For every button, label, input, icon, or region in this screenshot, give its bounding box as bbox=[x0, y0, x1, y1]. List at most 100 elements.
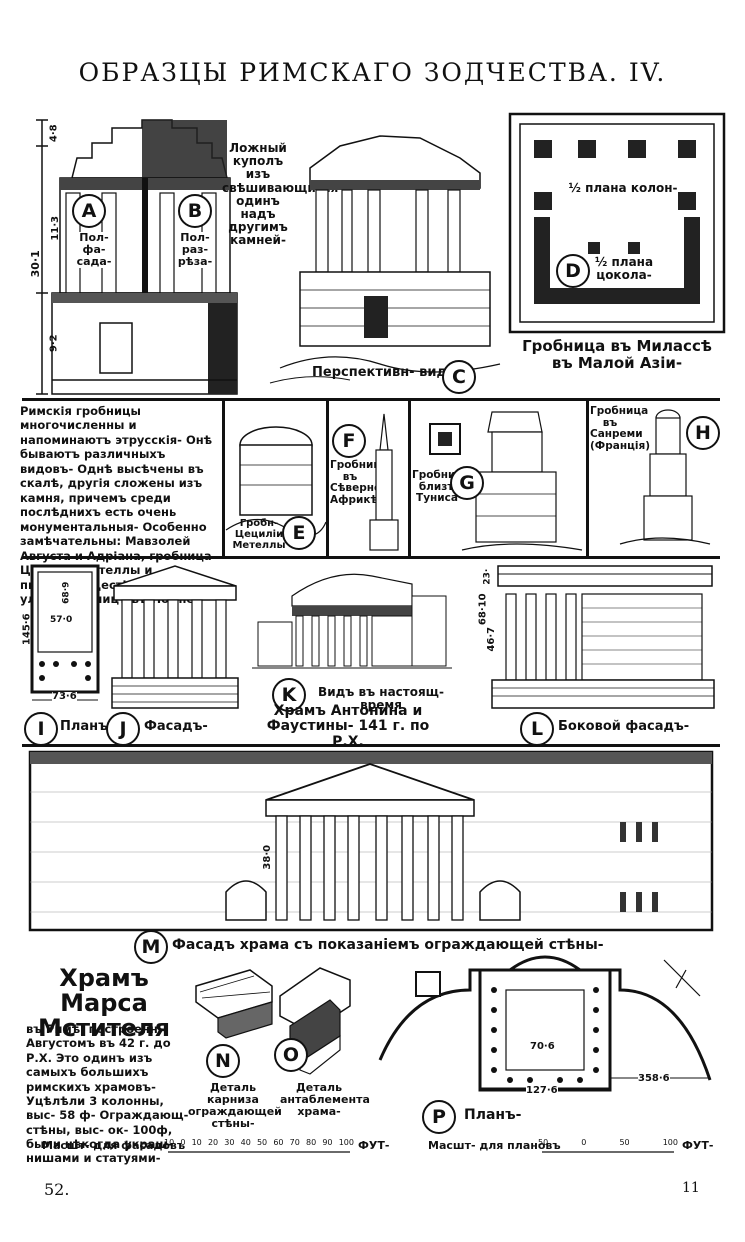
label-o: O bbox=[274, 1038, 308, 1072]
plan-i-depth-dim: 145·6 bbox=[21, 613, 33, 646]
mylasa-plan-drawing: ½ плана колон- D ½ плана цокола- bbox=[508, 112, 726, 334]
mars-temple-plan-drawing: 70·6 127·6 358·6 bbox=[370, 950, 720, 1100]
antoninus-present-view-drawing: K Видъ въ настоящ- время bbox=[252, 566, 452, 712]
scale-facades-unit: ФУТ- bbox=[358, 1139, 390, 1152]
perspective-view-drawing: Перспективн- видъ C bbox=[269, 128, 502, 394]
caption-e: Гробн- Цециліи Метеллы bbox=[232, 518, 286, 551]
plan-d-upper-note: ½ плана колон- bbox=[568, 181, 678, 195]
dimension-total: 30·1 bbox=[28, 250, 42, 278]
antoninus-plan-drawing: 145·6 68·9 57·0 73·6 bbox=[22, 564, 104, 706]
scale-plans-tick: 0 bbox=[581, 1138, 587, 1147]
facade-m-svg bbox=[28, 750, 714, 932]
label-c: C bbox=[442, 360, 476, 394]
caption-f: Гробница въ Сѣверной Африкѣ- bbox=[330, 459, 389, 506]
divider-row2-4 bbox=[586, 400, 589, 558]
perspective-svg bbox=[269, 135, 501, 384]
cornice-svg bbox=[195, 969, 273, 1039]
label-p: P bbox=[422, 1100, 456, 1134]
divider-row1 bbox=[22, 398, 720, 401]
scale-facades-tick: 30 bbox=[224, 1138, 235, 1147]
mars-temple-text: въ Римѣ, построенн- Августомъ въ 42 г. д… bbox=[26, 1022, 189, 1166]
label-a: A bbox=[72, 194, 106, 228]
tomb-elevation-drawing: 30·1 11·3 9·2 4·8 A Пол-фа-сада- B Пол-р… bbox=[22, 118, 238, 396]
page-title: ОБРАЗЦЫ РИМСКАГО ЗОДЧЕСТВА. IV. bbox=[78, 58, 667, 87]
san-remy-tomb-drawing: Гробница въ Санреми (Франція) H bbox=[590, 404, 724, 554]
caption-j: Фасадъ- bbox=[144, 719, 208, 734]
plan-d-svg bbox=[508, 112, 726, 334]
scale-facades-tick: 50 bbox=[256, 1138, 268, 1147]
entablature-detail-drawing: O bbox=[270, 966, 360, 1086]
plan-i-width-dim: 73·6 bbox=[52, 691, 77, 703]
facade-m-height-dim: 38·0 bbox=[262, 844, 274, 870]
plan-i-cella-dim: 68·9 bbox=[61, 581, 72, 604]
caption-g: Гробница близъ Туниса bbox=[412, 469, 471, 505]
page-number: 52. bbox=[44, 1180, 70, 1199]
metella-svg bbox=[225, 426, 327, 537]
north-africa-tomb-drawing: F Гробница въ Сѣверной Африкѣ- bbox=[330, 410, 408, 555]
caption-c: Перспективн- видъ bbox=[312, 365, 457, 380]
scale-plans-bar: 50 0 50 100 bbox=[538, 1138, 678, 1158]
label-d: D bbox=[556, 254, 590, 288]
scale-facades-ticks: 10 0 10 20 30 40 50 60 70 80 90 100 bbox=[164, 1138, 354, 1147]
metella-tomb-drawing: Гробн- Цециліи Метеллы E bbox=[225, 410, 327, 555]
dimension-low: 9·2 bbox=[48, 334, 60, 353]
caption-p: Планъ- bbox=[464, 1107, 522, 1123]
caption-b: Пол-раз-рѣза- bbox=[176, 231, 214, 269]
mars-temple-facade-drawing: 38·0 bbox=[28, 750, 714, 932]
antoninus-side-facade-drawing: 68·10 46·7 23· bbox=[452, 564, 716, 712]
plan-p-dim-3: 358·6 bbox=[638, 1073, 670, 1085]
scale-facades-label: Масшт- для фасадовъ bbox=[42, 1139, 186, 1152]
scale-facades-tick: 40 bbox=[240, 1138, 251, 1147]
divider-row2-3 bbox=[408, 400, 411, 558]
plan-i-inner-dim: 57·0 bbox=[50, 615, 73, 625]
label-b: B bbox=[178, 194, 212, 228]
caption-l: Боковой фасадъ- bbox=[558, 719, 690, 734]
dimension-mid: 11·3 bbox=[50, 215, 62, 241]
side-facade-svg bbox=[491, 565, 715, 709]
plan-p-dim-2: 127·6 bbox=[526, 1085, 558, 1097]
divider-row2-2 bbox=[326, 400, 329, 558]
side-dim-2: 46·7 bbox=[486, 626, 498, 652]
caption-m: Фасадъ храма съ показаніемъ ограждающей … bbox=[172, 937, 604, 953]
scale-facades-bar: 10 0 10 20 30 40 50 60 70 80 90 100 bbox=[164, 1138, 354, 1158]
label-g: G bbox=[450, 466, 484, 500]
scale-facades-tick: 0 bbox=[180, 1138, 186, 1147]
cornice-detail-drawing: N bbox=[190, 966, 278, 1078]
scale-plans-svg bbox=[542, 1151, 674, 1153]
divider-row2-1 bbox=[222, 400, 225, 558]
caption-i: Планъ- bbox=[60, 719, 114, 734]
label-n: N bbox=[206, 1044, 240, 1078]
scale-facades-svg bbox=[168, 1151, 350, 1153]
scale-plans-ticks: 50 0 50 100 bbox=[538, 1138, 678, 1147]
antoninus-facade-drawing bbox=[108, 564, 242, 712]
tunis-svg bbox=[429, 411, 583, 551]
caption-o: Деталь антаблемента храма- bbox=[280, 1081, 370, 1119]
scale-facades-tick: 10 bbox=[191, 1138, 202, 1147]
scale-facades-tick: 100 bbox=[338, 1138, 354, 1147]
dimension-top: 4·8 bbox=[48, 124, 60, 143]
tunis-tomb-drawing: Гробница близъ Туниса G bbox=[412, 410, 584, 555]
present-view-svg bbox=[252, 573, 452, 669]
caption-a: Пол-фа-сада- bbox=[76, 231, 112, 269]
divider-row3 bbox=[22, 744, 720, 747]
scale-plans-unit: ФУТ- bbox=[682, 1139, 714, 1152]
label-l: L bbox=[520, 712, 554, 746]
plan-p-dim-1: 70·6 bbox=[530, 1041, 555, 1052]
san-remy-svg bbox=[619, 409, 711, 545]
label-e: E bbox=[282, 516, 316, 550]
label-i: I bbox=[24, 712, 58, 746]
caption-n: Деталь карниза ограждающей стѣны- bbox=[188, 1081, 282, 1131]
scale-facades-tick: 70 bbox=[289, 1138, 300, 1147]
scale-plans-tick: 50 bbox=[538, 1138, 549, 1147]
scale-facades-tick: 90 bbox=[322, 1138, 333, 1147]
label-h: H bbox=[686, 416, 720, 450]
mars-temple-title: Храмъ Марса Мстителя bbox=[37, 964, 170, 1043]
scale-facades-tick: 80 bbox=[306, 1138, 317, 1147]
mylasa-caption: Гробница въ Милассѣ въ Малой Азіи- bbox=[522, 337, 712, 372]
scale-facades-tick: 10 bbox=[164, 1138, 175, 1147]
side-dim-3: 23· bbox=[482, 568, 493, 585]
north-africa-svg bbox=[369, 413, 399, 551]
sheet-number: 11 bbox=[682, 1180, 700, 1196]
label-f: F bbox=[332, 424, 366, 458]
scale-plans-tick: 50 bbox=[619, 1138, 630, 1147]
